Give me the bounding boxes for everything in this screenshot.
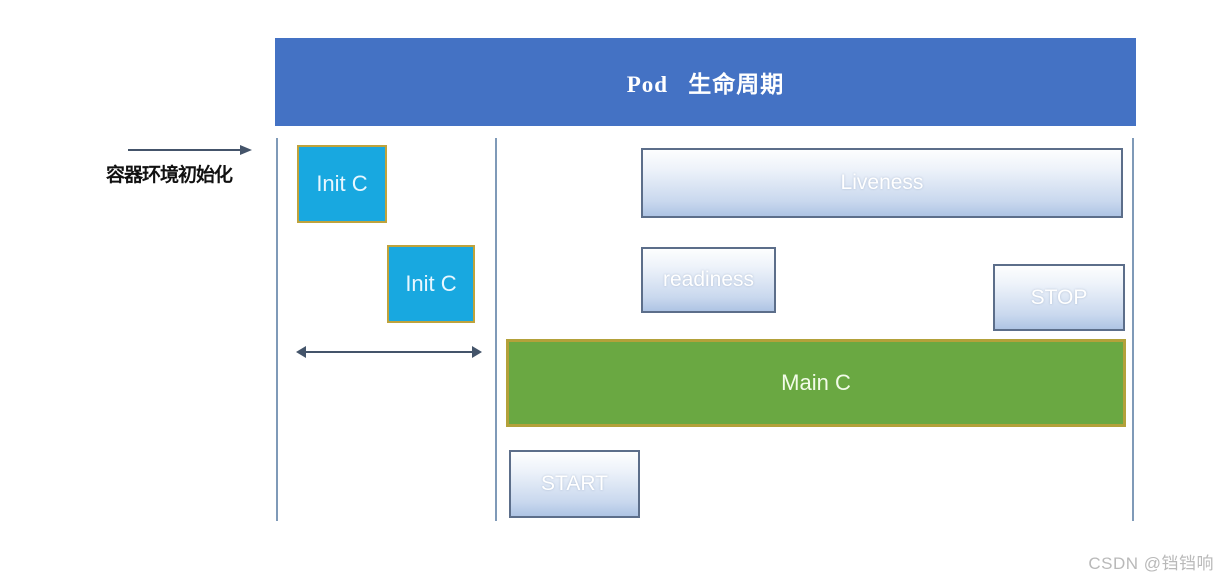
start-hook-box[interactable]: START [509, 450, 640, 518]
start-hook-label: START [541, 472, 608, 495]
divider-left [276, 138, 278, 521]
divider-middle [495, 138, 497, 521]
stop-hook-box[interactable]: STOP [993, 264, 1125, 331]
init-container-box-1[interactable]: Init C [297, 145, 387, 223]
liveness-probe-box[interactable]: Liveness [641, 148, 1123, 218]
liveness-probe-label: Liveness [840, 171, 924, 194]
arrow-right-icon [128, 145, 252, 155]
init-container-label-1: Init C [316, 171, 368, 196]
pod-lifecycle-header: Pod 生命周期 [275, 38, 1136, 126]
divider-right [1132, 138, 1134, 521]
readiness-probe-label: readiness [662, 268, 755, 291]
init-phase-label: 容器环境初始化 [106, 164, 233, 186]
init-container-label-2: Init C [405, 271, 457, 296]
main-container-label: Main C [781, 370, 851, 395]
page-title: Pod 生命周期 [626, 72, 785, 97]
readiness-probe-box[interactable]: readiness [641, 247, 776, 313]
init-container-box-2[interactable]: Init C [387, 245, 475, 323]
stop-hook-label: STOP [1030, 285, 1088, 309]
main-container-box[interactable]: Main C [506, 339, 1126, 427]
double-headed-arrow-icon [296, 346, 482, 358]
watermark: CSDN @铛铛响 [1088, 554, 1214, 573]
